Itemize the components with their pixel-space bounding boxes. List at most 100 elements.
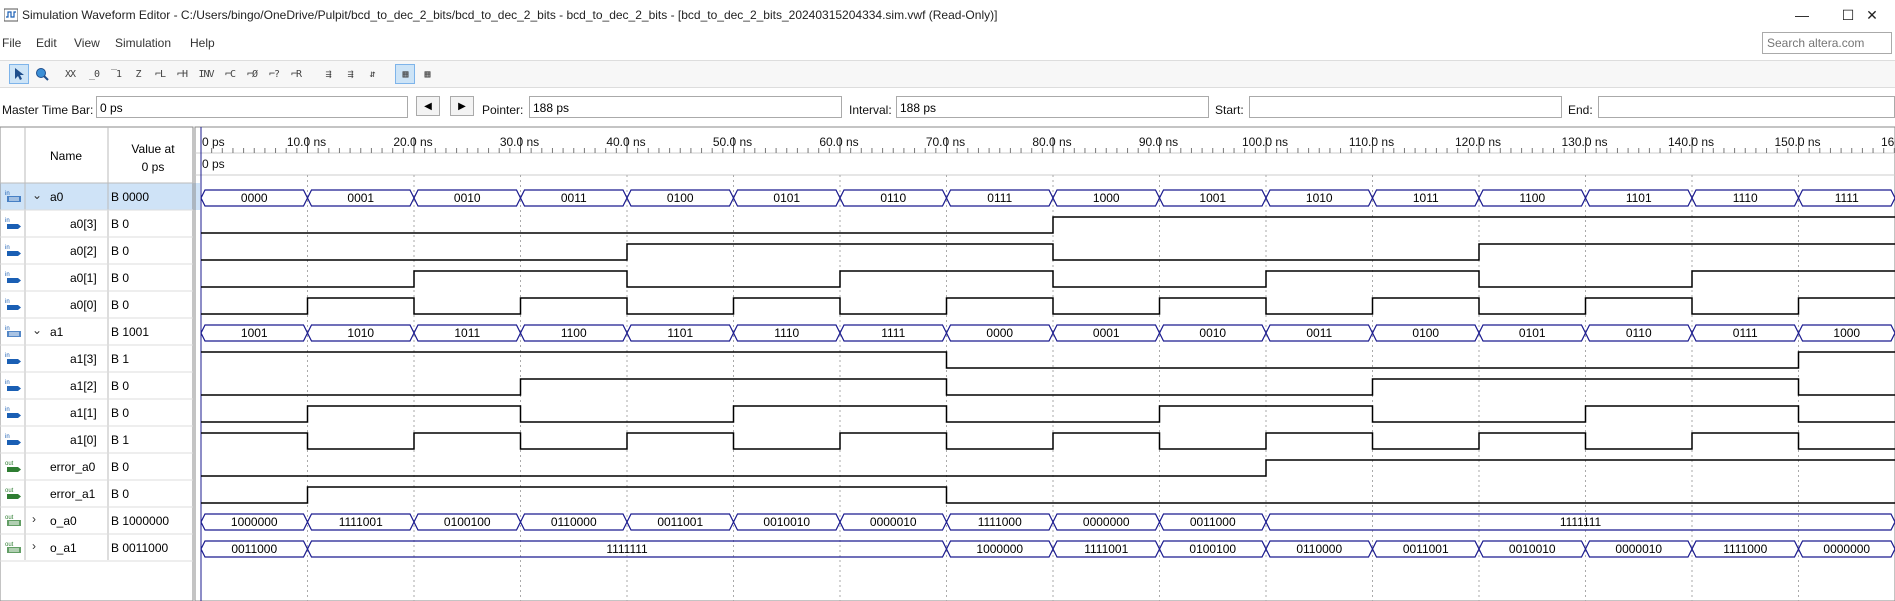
signal-name: a0[0] — [70, 298, 97, 312]
time-tick-label: 80.0 ns — [1032, 135, 1071, 149]
expand-chevron-icon[interactable]: › — [32, 539, 36, 553]
bus-value-label: 0011000 — [1190, 515, 1236, 529]
collapse-chevron-icon[interactable]: ⌄ — [32, 188, 43, 202]
bus-value-label: 0010 — [1199, 326, 1226, 340]
start-label: Start: — [1215, 103, 1244, 117]
bus-value-label: 1000000 — [231, 515, 278, 529]
bus-segment — [1158, 324, 1267, 342]
value-column-header[interactable]: Value at 0 ps — [108, 140, 198, 176]
bus-value-label: 0110 — [1626, 326, 1652, 340]
svg-text:in: in — [5, 245, 10, 251]
run-timing-icon[interactable]: ⇶ — [347, 68, 353, 80]
output-pin-icon: out — [5, 461, 21, 472]
waveform-error_a1 — [201, 486, 1895, 504]
random-value-icon[interactable]: ⌐R — [290, 68, 302, 80]
bus-value-label: 0010010 — [763, 515, 810, 529]
bus-segment — [945, 540, 1054, 558]
menu-simulation[interactable]: Simulation — [115, 36, 172, 50]
arbitrary-value-icon[interactable]: ⌐? — [268, 68, 280, 80]
bus-value-label: 1001 — [241, 326, 268, 340]
weak-high-icon[interactable]: ⌐H — [176, 68, 188, 80]
signal-name: a1[1] — [70, 406, 97, 420]
snap-grid-icon[interactable]: ▦ — [395, 64, 415, 84]
close-button[interactable]: ✕ — [1866, 6, 1878, 23]
bus-value-label: 1111000 — [978, 515, 1022, 529]
bus-value-label: 0110 — [880, 191, 906, 205]
select-tool-icon[interactable] — [9, 64, 29, 84]
bus-value-label: 0100100 — [1189, 542, 1236, 556]
menu-view[interactable]: View — [74, 36, 100, 50]
high-impedance-icon[interactable]: Z — [135, 68, 141, 80]
bus-segment — [1691, 540, 1800, 558]
input-pin-icon: in — [5, 299, 21, 310]
time-tick-label: 50.0 ns — [713, 135, 752, 149]
svg-text:in: in — [5, 434, 10, 440]
force-low-icon[interactable]: _0 — [88, 68, 100, 80]
time-tick-label: 130.0 ns — [1561, 135, 1607, 149]
pointer-field[interactable]: 188 ps — [529, 96, 842, 118]
next-transition-button[interactable]: ▶ — [450, 96, 474, 116]
clock-icon[interactable]: ⌐Ø — [246, 68, 258, 80]
signal-name: a0 — [50, 190, 64, 204]
zoom-tool-icon[interactable] — [32, 64, 52, 84]
interval-field[interactable]: 188 ps — [896, 96, 1209, 118]
grid-settings-icon[interactable]: ▦ — [424, 68, 430, 80]
master-time-bar-field[interactable]: 0 ps — [96, 96, 408, 118]
bus-segment — [945, 513, 1054, 531]
bus-segment — [306, 540, 948, 558]
bus-value-label: 0000010 — [1615, 542, 1662, 556]
bus-segment — [1478, 189, 1587, 207]
output-pin-icon: out — [5, 542, 21, 553]
svg-text:in: in — [5, 272, 10, 278]
svg-text:in: in — [5, 299, 10, 305]
bus-segment — [306, 189, 415, 207]
waveform-a1[1] — [201, 405, 1895, 423]
bus-segment — [200, 513, 309, 531]
bus-value-label: 1111001 — [1084, 542, 1128, 556]
menu-edit[interactable]: Edit — [36, 36, 57, 50]
prev-transition-button[interactable]: ◀ — [416, 96, 440, 116]
bus-value-label: 0000000 — [1823, 542, 1870, 556]
search-input[interactable] — [1762, 32, 1892, 54]
maximize-button[interactable]: ☐ — [1841, 6, 1855, 23]
signal-name: a1 — [50, 325, 64, 339]
expand-chevron-icon[interactable]: › — [32, 512, 36, 526]
uninitialized-icon[interactable]: XX — [64, 68, 76, 80]
invert-icon[interactable]: INV — [198, 68, 214, 80]
menu-file[interactable]: File — [2, 36, 22, 50]
minimize-button[interactable]: — — [1795, 7, 1809, 23]
force-high-icon[interactable]: ‾1 — [110, 68, 122, 80]
menu-bar: File Edit View Simulation Help — [0, 30, 1895, 56]
name-column-header[interactable]: Name — [50, 149, 83, 163]
waveform-a1[2] — [201, 378, 1895, 396]
count-value-icon[interactable]: ⌐C — [224, 68, 236, 80]
weak-low-icon[interactable]: ⌐L — [154, 68, 166, 80]
menu-help[interactable]: Help — [190, 36, 215, 50]
bus-value-label: 0011001 — [657, 515, 703, 529]
bus-value-label: 1111000 — [1723, 542, 1767, 556]
master-time-bar-label: Master Time Bar: — [2, 103, 94, 117]
signal-value: B 0 — [111, 271, 130, 285]
generate-netlist-icon[interactable]: ⇵ — [369, 68, 375, 80]
bus-value-label: 0000 — [986, 326, 1013, 340]
collapse-chevron-icon[interactable]: ⌄ — [32, 323, 43, 337]
bus-value-label: 1001 — [1199, 191, 1226, 205]
run-functional-icon[interactable]: ⇶ — [325, 68, 331, 80]
start-field[interactable] — [1249, 96, 1562, 118]
value-header-line1: Value at — [131, 142, 175, 156]
